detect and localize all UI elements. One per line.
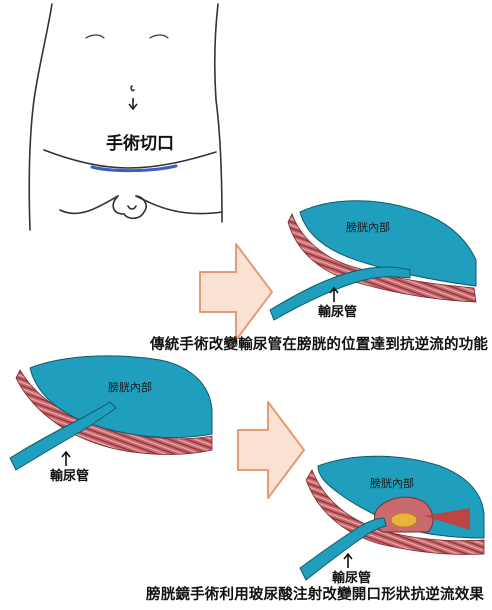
ureter-label: 輸尿管 bbox=[318, 306, 357, 319]
incision-arrow-icon bbox=[129, 98, 137, 109]
bladder-lumen-before bbox=[30, 356, 212, 438]
bladder-interior-label: 膀胱內部 bbox=[108, 382, 152, 393]
bladder-traditional bbox=[270, 201, 476, 320]
transition-arrow-icon bbox=[200, 244, 272, 340]
incision-label: 手術切口 bbox=[106, 136, 174, 153]
abdomen-outline-icon bbox=[29, 4, 222, 230]
ureter-label: 輸尿管 bbox=[50, 470, 89, 483]
bladder-interior-label: 膀胱內部 bbox=[370, 478, 414, 489]
injection-bolus bbox=[391, 513, 417, 527]
ureter-pointer-icon bbox=[62, 452, 70, 466]
bladder-endoscopic bbox=[300, 456, 484, 580]
bladder-interior-label: 膀胱內部 bbox=[346, 222, 390, 233]
ureter-pointer-icon bbox=[344, 554, 352, 568]
caption-endoscopic: 膀胱鏡手術利用玻尿酸注射改變開口形狀抗逆流效果 bbox=[146, 588, 484, 603]
caption-traditional: 傳統手術改變輸尿管在膀胱的位置達到抗逆流的功能 bbox=[150, 338, 488, 353]
ureter-label: 輸尿管 bbox=[332, 572, 371, 585]
transition-arrow-icon bbox=[238, 402, 304, 498]
bladder-before bbox=[10, 356, 212, 470]
